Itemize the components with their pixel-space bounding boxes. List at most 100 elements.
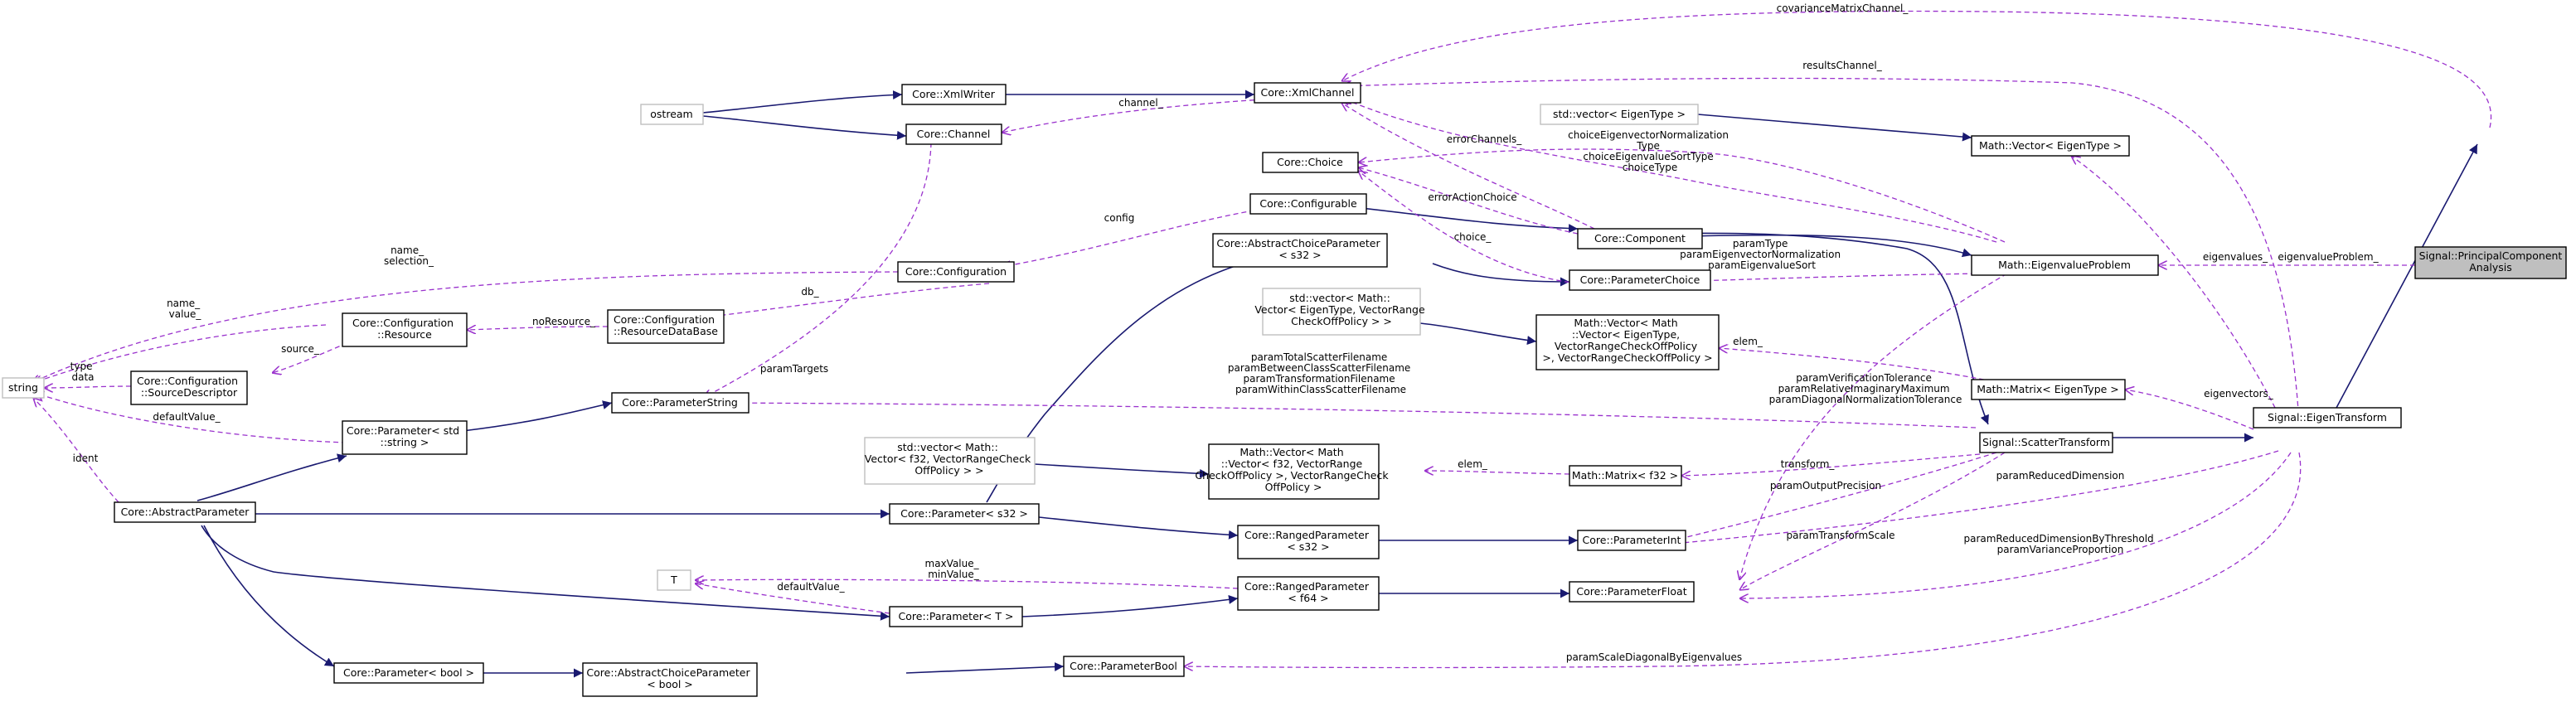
node-ostream[interactable]: ostream bbox=[640, 104, 704, 125]
label-scale-diagonal: paramScaleDiagonalByEigenvalues bbox=[1566, 651, 1742, 663]
svg-text:Core::Configurable: Core::Configurable bbox=[1259, 197, 1357, 210]
node-eigen-transform[interactable]: Signal::EigenTransform bbox=[2253, 407, 2402, 428]
label-reduced-dimension: paramReducedDimension bbox=[1996, 470, 2125, 482]
node-resource[interactable]: Core::Configuration ::Resource bbox=[342, 312, 468, 347]
svg-text:Core::Configuration ::: Core::Configuration ::ResourceDataBase bbox=[614, 313, 718, 337]
node-abstract-parameter[interactable]: Core::AbstractParameter bbox=[114, 501, 256, 523]
label-name-value: name_ value_ bbox=[167, 298, 203, 320]
node-abstract-choice-bool[interactable]: Core::AbstractChoiceParameter < bool > bbox=[582, 662, 758, 697]
edge-choice-types bbox=[1358, 148, 2006, 243]
label-transform-scale: paramTransformScale bbox=[1787, 530, 1895, 541]
edge-scatter-transform-to-component bbox=[1660, 232, 1989, 425]
label-tolerances: paramVerificationTolerance paramRelative… bbox=[1769, 372, 1962, 405]
edge-name-value bbox=[33, 324, 327, 383]
svg-text:T: T bbox=[670, 574, 677, 586]
node-parameter-choice[interactable]: Core::ParameterChoice bbox=[1569, 269, 1711, 291]
label-ident: ident bbox=[73, 453, 99, 464]
edge-xml-writer-to-ostream bbox=[702, 90, 903, 114]
node-math-matrix-f32[interactable]: Math::Matrix< f32 > bbox=[1569, 465, 1682, 487]
edge-error-action-choice bbox=[1358, 167, 1579, 235]
node-configurable[interactable]: Core::Configurable bbox=[1249, 193, 1367, 215]
node-math-vector-math-vector-f32[interactable]: Math::Vector< Math ::Vector< f32, Vector… bbox=[1195, 443, 1391, 500]
edge-math-vector-to-std-vector bbox=[1697, 114, 1972, 142]
node-std-vector-math-vector-f32[interactable]: std::vector< Math:: Vector< f32, VectorR… bbox=[864, 437, 1036, 485]
svg-text:Core::XmlChannel: Core::XmlChannel bbox=[1261, 86, 1355, 99]
node-xml-channel[interactable]: Core::XmlChannel bbox=[1254, 82, 1361, 104]
edge-reduced-dimension bbox=[1673, 450, 2279, 544]
node-t[interactable]: T bbox=[657, 569, 691, 591]
svg-text:Math::Matrix< f32 >: Math::Matrix< f32 > bbox=[1572, 469, 1678, 482]
svg-text:Core::Channel: Core::Channel bbox=[917, 128, 991, 140]
label-filenames: paramTotalScatterFilename paramBetweenCl… bbox=[1228, 351, 1414, 395]
node-parameter-bool-tmpl[interactable]: Core::Parameter< bool > bbox=[333, 662, 484, 684]
edge-parameter-choice-to-abstract-choice bbox=[1432, 263, 1570, 287]
label-error-channels: errorChannels_ bbox=[1447, 133, 1523, 145]
edge-elem-matrix bbox=[1424, 471, 1570, 474]
svg-text:string: string bbox=[8, 381, 38, 394]
node-resource-database[interactable]: Core::Configuration ::ResourceDataBase bbox=[607, 309, 725, 344]
label-output-precision: paramOutputPrecision bbox=[1770, 480, 1881, 491]
edge-db bbox=[711, 283, 990, 317]
edge-results-channel bbox=[1341, 77, 2300, 424]
edge-ident bbox=[33, 398, 119, 503]
label-source: source_ bbox=[281, 343, 320, 355]
label-no-resource: noResource_ bbox=[532, 316, 596, 327]
node-ranged-s32[interactable]: Core::RangedParameter < s32 > bbox=[1237, 525, 1380, 559]
label-param-type: paramType paramEigenvectorNormalization … bbox=[1680, 238, 1844, 271]
label-elem-a: elem_ bbox=[1733, 336, 1763, 347]
node-eigenvalue-problem[interactable]: Math::EigenvalueProblem bbox=[1971, 254, 2159, 276]
node-source-descriptor[interactable]: Core::Configuration ::SourceDescriptor bbox=[130, 370, 248, 405]
edge-eigenvectors bbox=[2125, 390, 2254, 430]
node-channel[interactable]: Core::Channel bbox=[905, 123, 1002, 145]
svg-text:std::vector< EigenType >: std::vector< EigenType > bbox=[1553, 108, 1686, 120]
svg-text:Core::ParameterInt: Core::ParameterInt bbox=[1583, 534, 1681, 546]
edge-pca-to-eigen-transform bbox=[2336, 143, 2478, 409]
svg-text:Core::Configuration: Core::Configuration bbox=[905, 265, 1007, 278]
node-choice[interactable]: Core::Choice bbox=[1262, 152, 1359, 173]
node-math-vector-eigen[interactable]: Math::Vector< EigenType > bbox=[1971, 135, 2130, 157]
node-abstract-choice-s32[interactable]: Core::AbstractChoiceParameter < s32 > bbox=[1212, 233, 1388, 268]
node-parameter-std-string[interactable]: Core::Parameter< std ::string > bbox=[342, 420, 468, 455]
node-parameter-bool[interactable]: Core::ParameterBool bbox=[1063, 656, 1185, 677]
edge-param-targets bbox=[703, 142, 932, 398]
edge-by-threshold bbox=[1739, 452, 2292, 598]
node-scatter-transform[interactable]: Signal::ScatterTransform bbox=[1979, 432, 2113, 453]
svg-text:Core::Component: Core::Component bbox=[1594, 232, 1686, 244]
node-math-vector-math-vector-eigen[interactable]: Math::Vector< Math ::Vector< EigenType, … bbox=[1535, 314, 1720, 370]
edge-ranged-s32-to-parameter-s32 bbox=[1038, 516, 1239, 540]
svg-text:Core::Parameter< s32 >: Core::Parameter< s32 > bbox=[900, 507, 1028, 520]
edge-tolerances bbox=[1739, 264, 2022, 580]
node-std-vector-math-vector-eigen[interactable]: std::vector< Math:: Vector< EigenType, V… bbox=[1254, 288, 1428, 336]
node-parameter-float[interactable]: Core::ParameterFloat bbox=[1569, 581, 1695, 603]
edge-transform bbox=[1681, 453, 1981, 476]
label-covariance: covarianceMatrixChannel_ bbox=[1777, 2, 1909, 14]
node-xml-writer[interactable]: Core::XmlWriter bbox=[901, 84, 1007, 105]
svg-text:Core::XmlWriter: Core::XmlWriter bbox=[912, 88, 996, 100]
node-math-matrix-eigen[interactable]: Math::Matrix< EigenType > bbox=[1971, 379, 2126, 400]
svg-text:Core::Choice: Core::Choice bbox=[1277, 156, 1343, 168]
edge-filenames bbox=[703, 403, 1977, 428]
edge-labels: covarianceMatrixChannel_ resultsChannel_… bbox=[70, 2, 2380, 663]
svg-text:std::vector< Math:: Ve: std::vector< Math:: Vector< EigenType, V… bbox=[1254, 292, 1428, 327]
svg-text:Core::Parameter< std :: Core::Parameter< std ::string > bbox=[347, 424, 463, 448]
node-parameter-t[interactable]: Core::Parameter< T > bbox=[889, 606, 1023, 627]
label-eigenvalue-problem: eigenvalueProblem_ bbox=[2278, 251, 2379, 263]
node-ranged-f64[interactable]: Core::RangedParameter < f64 > bbox=[1237, 576, 1380, 611]
edge-parameter-t-to-abstract-parameter bbox=[201, 525, 890, 621]
svg-text:ostream: ostream bbox=[650, 108, 692, 120]
node-parameter-s32[interactable]: Core::Parameter< s32 > bbox=[889, 503, 1040, 525]
label-error-action: errorActionChoice bbox=[1428, 191, 1516, 203]
node-std-vector-eigen[interactable]: std::vector< EigenType > bbox=[1540, 104, 1699, 125]
node-component[interactable]: Core::Component bbox=[1577, 228, 1703, 249]
svg-text:Core::Parameter< T >: Core::Parameter< T > bbox=[899, 610, 1014, 622]
label-transform: transform_ bbox=[1781, 458, 1836, 470]
svg-text:Math::EigenvalueProblem: Math::EigenvalueProblem bbox=[1998, 259, 2131, 271]
edge-scale-diagonal bbox=[1184, 452, 2302, 668]
edge-param-type bbox=[1665, 273, 1985, 282]
node-string[interactable]: string bbox=[2, 377, 45, 399]
node-parameter-int[interactable]: Core::ParameterInt bbox=[1577, 530, 1686, 551]
edge-component-to-configurable bbox=[1353, 206, 1579, 234]
node-configuration[interactable]: Core::Configuration bbox=[897, 261, 1015, 283]
node-parameter-string[interactable]: Core::ParameterString bbox=[611, 392, 750, 414]
